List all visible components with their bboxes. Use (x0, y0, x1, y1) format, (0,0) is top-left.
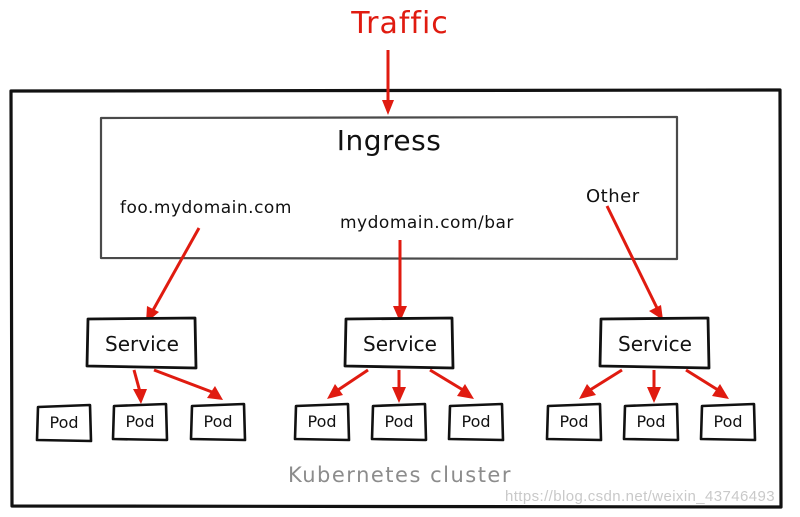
pod-6-label: Pod (461, 412, 491, 431)
service-middle-label: Service (363, 332, 437, 356)
pod-1-box[interactable] (35, 403, 93, 443)
rule-label-bar: mydomain.com/bar (340, 213, 514, 233)
service-middle-to-pod-arrows (327, 368, 474, 403)
pod-9-label: Pod (713, 412, 743, 431)
pod-8-box[interactable] (622, 402, 680, 442)
pod-3-box[interactable] (189, 402, 247, 442)
pod-9-box[interactable] (699, 402, 757, 442)
service-right-label: Service (618, 332, 692, 356)
pod-2-box[interactable] (111, 402, 169, 442)
pod-7-label: Pod (559, 412, 589, 431)
watermark: https://blog.csdn.net/weixin_43746493 (505, 488, 775, 505)
service-left-box[interactable] (85, 316, 198, 370)
rule-arrow-bar (393, 240, 407, 322)
service-left-to-pod-arrows (132, 368, 223, 404)
service-left-label: Service (105, 332, 179, 356)
ingress-box (99, 115, 679, 261)
traffic-arrow (382, 50, 394, 115)
pod-5-label: Pod (384, 412, 414, 431)
cluster-label: Kubernetes cluster (288, 463, 512, 487)
rule-label-foo: foo.mydomain.com (120, 198, 292, 218)
pod-1-label: Pod (49, 413, 79, 432)
pod-8-label: Pod (636, 412, 666, 431)
rule-arrow-other (605, 205, 663, 320)
rule-arrow-foo (146, 227, 201, 323)
rule-label-other: Other (586, 186, 640, 207)
pod-7-box[interactable] (545, 402, 603, 442)
traffic-label: Traffic (351, 6, 449, 41)
pod-4-box[interactable] (293, 402, 351, 442)
service-middle-box[interactable] (343, 316, 455, 370)
service-right-box[interactable] (598, 316, 711, 370)
service-right-to-pod-arrows (579, 368, 729, 403)
pod-2-label: Pod (125, 412, 155, 431)
pod-6-box[interactable] (447, 402, 505, 442)
pod-4-label: Pod (307, 412, 337, 431)
pod-3-label: Pod (203, 412, 233, 431)
pod-5-box[interactable] (370, 402, 428, 442)
ingress-label: Ingress (336, 124, 442, 157)
cluster-boundary (9, 88, 783, 509)
